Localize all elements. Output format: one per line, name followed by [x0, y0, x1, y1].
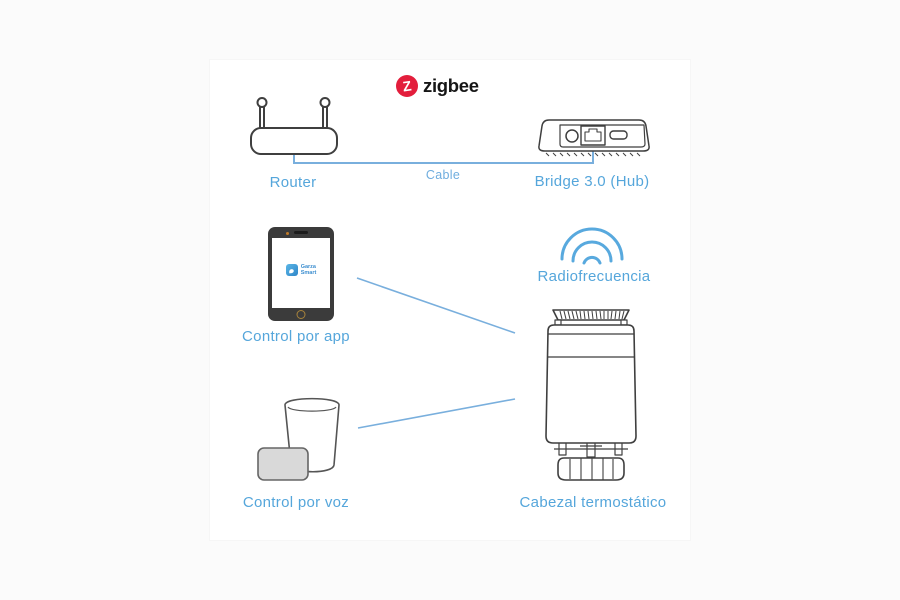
radiofrequency-label: Radiofrecuencia — [537, 268, 651, 285]
router-icon — [250, 97, 338, 155]
voice-to-valve-line — [357, 398, 516, 429]
thermostatic-head-label: Cabezal termostático — [519, 494, 667, 511]
app-name-line2: Smart — [300, 270, 317, 276]
thermostatic-head-icon — [545, 309, 637, 481]
control-voice-label: Control por voz — [242, 494, 350, 511]
control-app-label: Control por app — [242, 328, 350, 345]
phone-speaker — [294, 231, 308, 234]
phone-camera-dot — [286, 231, 289, 235]
zigbee-z-icon: Z — [396, 75, 418, 97]
phone-screen: Garza Smart — [272, 238, 330, 308]
garza-bird-icon — [285, 264, 298, 276]
zigbee-wordmark: zigbee — [423, 75, 479, 96]
diagram-canvas: Z zigbee Router Cable — [210, 60, 690, 540]
bridge-label: Bridge 3.0 (Hub) — [534, 173, 650, 190]
app-name-line1: Garza — [300, 264, 316, 270]
svg-text:Z: Z — [402, 77, 413, 94]
voice-speaker-icon — [257, 397, 340, 481]
cable-label: Cable — [425, 168, 461, 182]
garza-smart-app: Garza Smart — [272, 264, 330, 276]
router-label: Router — [269, 174, 317, 191]
bridge-icon — [538, 119, 650, 157]
zigbee-logo: Z zigbee — [396, 75, 479, 97]
smartphone-icon: Garza Smart — [268, 227, 334, 321]
app-to-valve-line — [356, 277, 516, 334]
radiofrequency-icon — [560, 227, 624, 265]
phone-home-button — [296, 310, 306, 319]
